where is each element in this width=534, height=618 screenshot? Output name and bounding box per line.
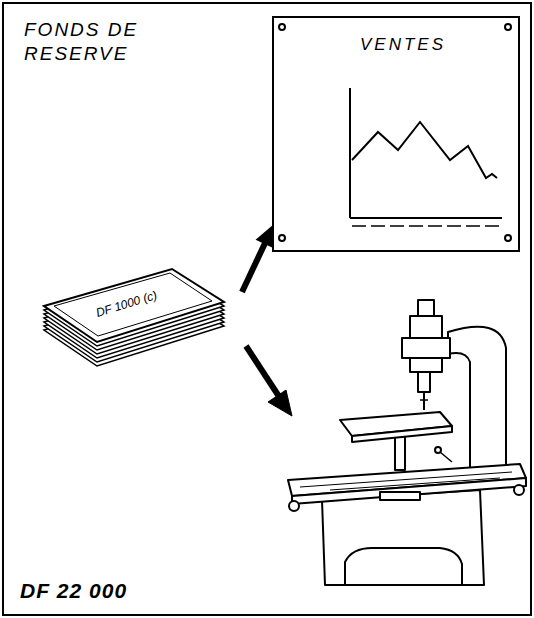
sales-chart <box>279 24 511 241</box>
machine-tool <box>288 300 526 585</box>
panel-title: FONDS DE RESERVE <box>24 18 164 66</box>
banknote-stack: DF 1000 (c) <box>42 260 242 372</box>
chart-title: VENTES <box>360 34 500 55</box>
fund-amount: DF 22 000 <box>20 578 220 604</box>
banknote-text: DF 1000 (c) <box>94 274 204 321</box>
flow-arrow <box>242 224 274 292</box>
banknote-stack <box>44 269 224 366</box>
arrow-to-machine <box>246 346 292 416</box>
sales-chart-frame: VENTES <box>272 16 520 252</box>
